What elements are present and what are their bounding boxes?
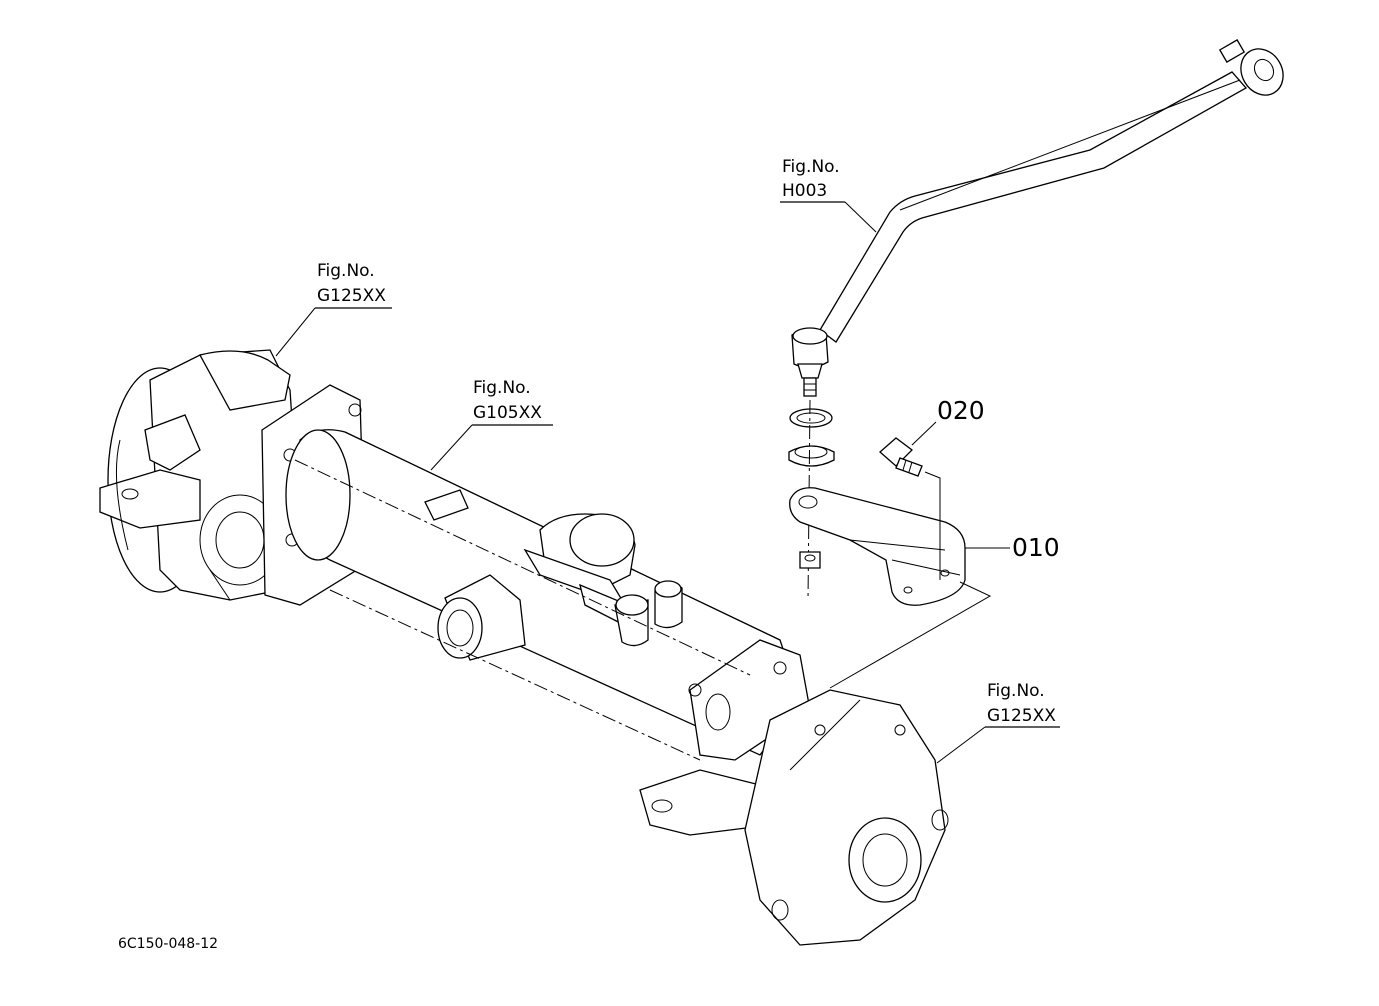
right-knuckle-hub <box>639 689 949 946</box>
callout-g125-right-line2: G125XX <box>987 706 1056 726</box>
axle-housing <box>261 384 811 761</box>
callout-h003-line2: H003 <box>782 181 827 201</box>
callout-g125-left-line2: G125XX <box>317 286 386 306</box>
part-number-020: 020 <box>937 396 985 425</box>
callout-g105-line1: Fig.No. <box>473 378 531 398</box>
part-number-010: 010 <box>1012 533 1060 562</box>
callout-g125-left-line1: Fig.No. <box>317 261 375 281</box>
drawing-code: 6C150-048-12 <box>118 936 218 952</box>
callout-g125-right-line1: Fig.No. <box>987 681 1045 701</box>
tie-rod <box>791 39 1284 397</box>
bolt-020 <box>879 437 923 477</box>
seal-rings <box>788 408 835 467</box>
callout-h003-line1: Fig.No. <box>782 157 840 177</box>
left-knuckle-hub <box>99 349 301 601</box>
knuckle-arm-010 <box>789 487 966 606</box>
callout-g105-line2: G105XX <box>473 403 542 423</box>
